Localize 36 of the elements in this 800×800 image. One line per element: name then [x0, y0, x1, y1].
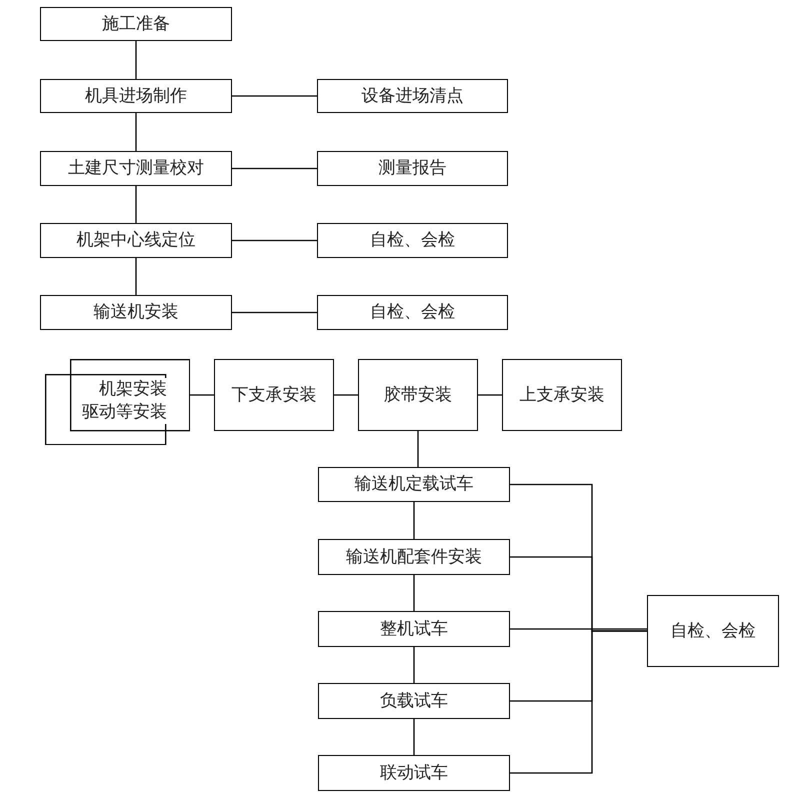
process-box: 上支承安装 — [502, 359, 622, 431]
process-box: 下支承安装 — [214, 359, 334, 431]
process-box: 机具进场制作 — [40, 79, 232, 113]
connector-line — [190, 394, 214, 396]
connector-line — [232, 312, 317, 314]
process-box: 土建尺寸测量校对 — [40, 151, 232, 186]
process-box: 负载试车 — [318, 683, 510, 719]
process-box: 自检、会检 — [647, 595, 779, 667]
connector-line — [135, 41, 137, 79]
process-box: 输送机定载试车 — [318, 467, 510, 502]
connector-line — [417, 431, 419, 467]
connector-line — [413, 575, 415, 611]
process-box: 输送机配套件安装 — [318, 539, 510, 575]
process-box: 输送机安装 — [40, 295, 232, 330]
process-box: 自检、会检 — [317, 223, 508, 258]
process-box: 整机试车 — [318, 611, 510, 647]
connector-line — [510, 628, 647, 630]
connector-line — [478, 394, 502, 396]
process-box: 施工准备 — [40, 7, 232, 41]
process-box: 联动试车 — [318, 755, 510, 791]
connector-line — [232, 240, 317, 242]
process-box: 自检、会检 — [317, 295, 508, 330]
connector-line — [135, 258, 137, 295]
connector-line — [510, 630, 647, 774]
process-box: 机架中心线定位 — [40, 223, 232, 258]
connector-line — [135, 113, 137, 151]
connector-line — [135, 186, 137, 223]
process-box: 测量报告 — [317, 151, 508, 186]
process-box: 设备进场清点 — [317, 79, 508, 113]
connector-line — [232, 168, 317, 170]
connector-line — [232, 95, 317, 97]
connector-line — [413, 719, 415, 755]
process-box: 胶带安装 — [358, 359, 478, 431]
connector-line — [413, 647, 415, 683]
connector-line — [334, 394, 358, 396]
connector-line — [413, 502, 415, 539]
